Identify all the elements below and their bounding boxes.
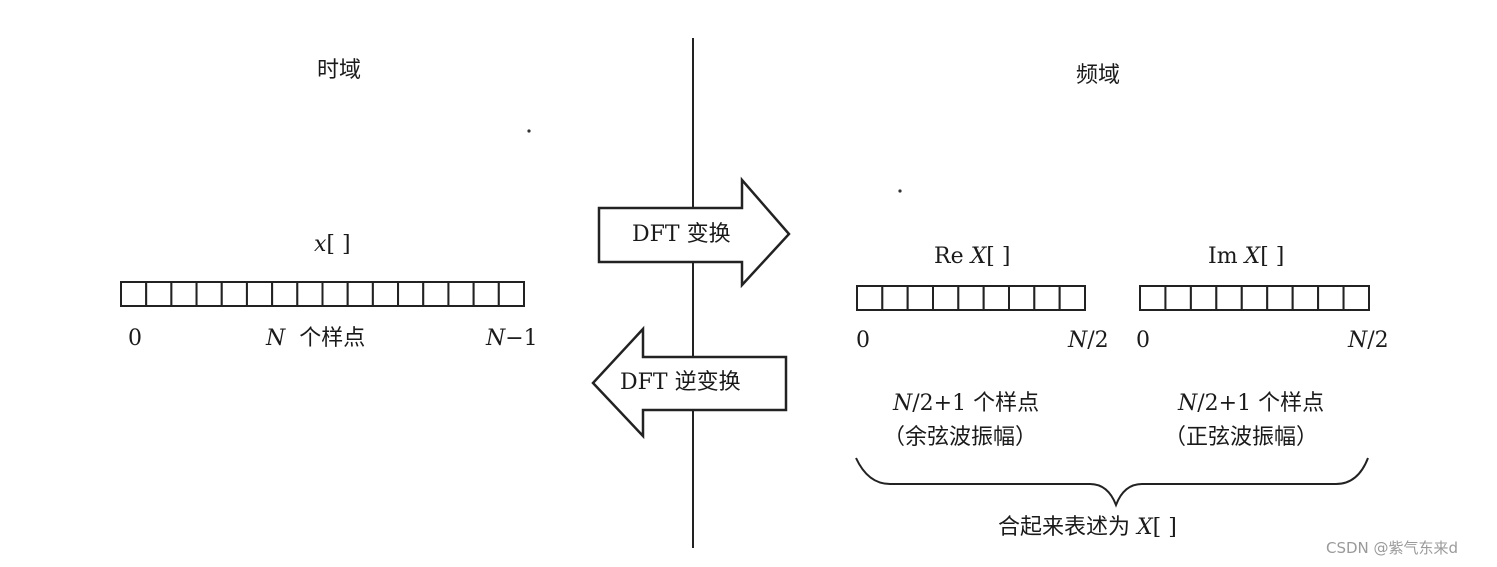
re-array-label: Re X[ ]: [934, 244, 1010, 270]
sample-cell: [1240, 285, 1269, 311]
re-note: （余弦波振幅）: [883, 425, 1038, 450]
combine-brace: [855, 457, 1369, 508]
combined-caption: 合起来表述为 X[ ]: [998, 515, 1177, 541]
dft-inverse-label: DFT 逆变换: [620, 370, 741, 395]
sample-cell: [497, 281, 525, 307]
sample-cell: [120, 281, 148, 307]
im-index-end-suffix: /2: [1367, 328, 1389, 353]
re-sample-count-text: /2+1 个样点: [912, 391, 1040, 416]
sample-cell: [1317, 285, 1345, 311]
time-index-end-var: N: [486, 326, 506, 351]
sample-cell: [145, 281, 173, 307]
im-note: （正弦波振幅）: [1164, 425, 1319, 450]
sample-cell: [881, 285, 909, 311]
time-index-start: 0: [128, 326, 142, 351]
time-index-end: N−1: [486, 326, 538, 352]
sample-cell: [447, 281, 475, 307]
sample-cell: [1342, 285, 1371, 311]
time-sample-count: N 个样点: [266, 326, 365, 352]
freq-domain-title: 频域: [1076, 63, 1121, 88]
re-array-var: X: [970, 244, 987, 269]
re-samples-array: [856, 285, 1087, 311]
im-array-brackets: [ ]: [1260, 244, 1285, 269]
re-sample-count-var: N: [893, 391, 913, 416]
re-sample-count: N/2+1 个样点: [893, 391, 1039, 417]
im-array-var: X: [1244, 244, 1261, 269]
sample-cell: [932, 285, 960, 311]
sample-cell: [856, 285, 884, 311]
sample-cell: [346, 281, 374, 307]
time-domain-title: 时域: [317, 58, 362, 83]
sample-cell: [271, 281, 299, 307]
sample-cell: [321, 281, 349, 307]
re-array-brackets: [ ]: [986, 244, 1011, 269]
combined-caption-var: X: [1137, 515, 1153, 540]
sample-cell: [371, 281, 400, 307]
time-array-var: x: [314, 232, 327, 257]
sample-cell: [397, 281, 425, 307]
im-array-label: Im X[ ]: [1208, 244, 1284, 270]
sample-cell: [1266, 285, 1294, 311]
sample-cell: [1215, 285, 1243, 311]
sample-cell: [1008, 285, 1036, 311]
im-index-end: N/2: [1348, 328, 1389, 354]
sample-cell: [472, 281, 500, 307]
dft-forward-label: DFT 变换: [632, 222, 731, 247]
scan-dot: [527, 129, 531, 133]
sample-cell: [245, 281, 274, 307]
sample-cell: [1291, 285, 1320, 311]
im-sample-count: N/2+1 个样点: [1178, 391, 1324, 417]
time-sample-count-var: N: [266, 326, 286, 351]
im-array-prefix: Im: [1208, 244, 1245, 269]
sample-cell: [220, 281, 248, 307]
sample-cell: [1058, 285, 1087, 311]
sample-cell: [982, 285, 1010, 311]
csdn-watermark: CSDN @紫气东来d: [1326, 539, 1459, 557]
sample-cell: [1164, 285, 1192, 311]
im-index-start: 0: [1136, 328, 1150, 353]
sample-cell: [1033, 285, 1061, 311]
re-array-prefix: Re: [934, 244, 971, 269]
im-sample-count-var: N: [1178, 391, 1198, 416]
time-samples-array: [120, 281, 525, 307]
dft-inverse-arrow: [591, 325, 788, 440]
re-index-start: 0: [856, 328, 870, 353]
combined-caption-brackets: [ ]: [1152, 515, 1177, 540]
re-index-end-suffix: /2: [1087, 328, 1109, 353]
time-array-label: x[ ]: [314, 232, 351, 258]
sample-cell: [1189, 285, 1218, 311]
scan-dot: [898, 189, 902, 193]
sample-cell: [195, 281, 223, 307]
im-sample-count-text: /2+1 个样点: [1197, 391, 1325, 416]
sample-cell: [296, 281, 324, 307]
im-index-end-var: N: [1348, 328, 1368, 353]
combined-caption-text: 合起来表述为: [998, 515, 1137, 540]
sample-cell: [170, 281, 198, 307]
time-array-brackets: [ ]: [326, 232, 351, 257]
re-index-end-var: N: [1068, 328, 1088, 353]
sample-cell: [957, 285, 985, 311]
sample-cell: [906, 285, 934, 311]
sample-cell: [1139, 285, 1167, 311]
re-index-end: N/2: [1068, 328, 1109, 354]
time-sample-count-text: 个样点: [299, 326, 366, 351]
dft-forward-arrow: [597, 176, 791, 289]
im-samples-array: [1139, 285, 1371, 311]
time-index-end-suffix: −1: [505, 326, 538, 351]
sample-cell: [422, 281, 450, 307]
